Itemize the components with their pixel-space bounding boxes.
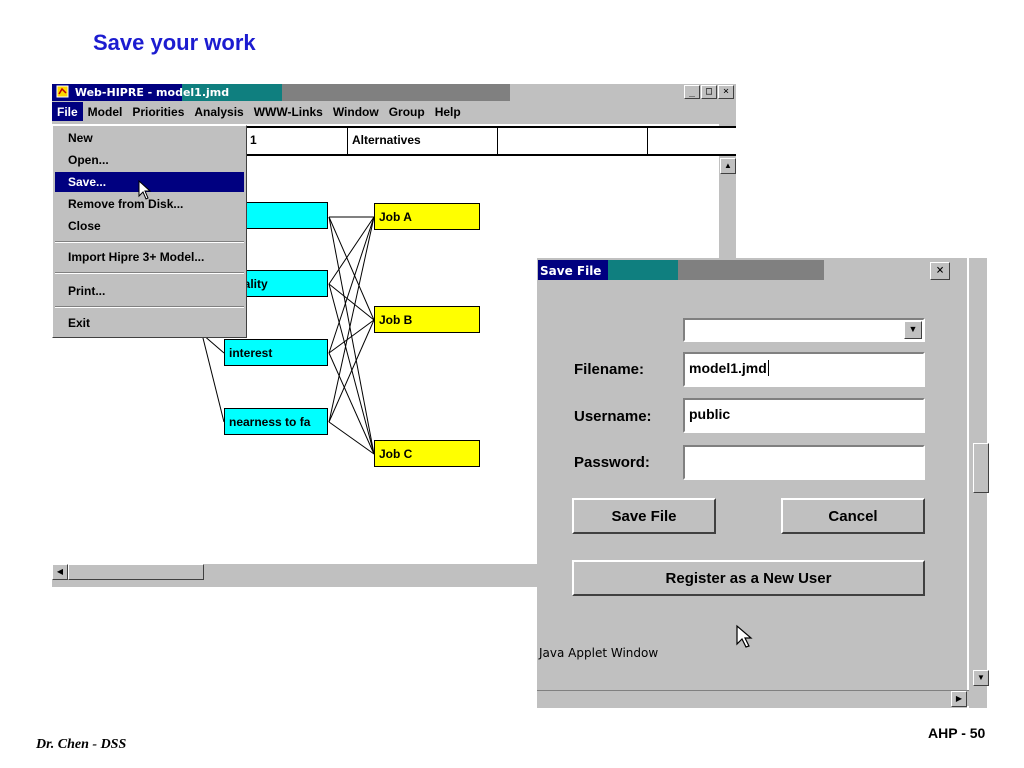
mouse-cursor-icon: [138, 180, 152, 200]
menu-item-close[interactable]: Close: [68, 219, 101, 233]
dialog-horizontal-scrollbar[interactable]: ▶: [537, 690, 969, 707]
cancel-button[interactable]: Cancel: [781, 498, 925, 534]
menu-separator: [55, 272, 244, 274]
menu-group[interactable]: Group: [388, 105, 425, 119]
menu-analysis[interactable]: Analysis: [194, 105, 244, 119]
scroll-up-icon[interactable]: ▲: [720, 158, 736, 174]
dialog-title: Save File: [540, 264, 602, 278]
filename-value: model1.jmd: [689, 360, 767, 376]
server-combo-box[interactable]: ▼: [683, 318, 925, 342]
register-new-user-button[interactable]: Register as a New User: [572, 560, 925, 596]
window-titlebar[interactable]: Web-HIPRE - model1.jmd _ □ ×: [52, 84, 736, 102]
scroll-down-icon[interactable]: ▼: [973, 670, 989, 686]
menu-item-remove-from-disk[interactable]: Remove from Disk...: [68, 197, 184, 211]
file-menu-dropdown: New Open... Save... Remove from Disk... …: [52, 125, 247, 338]
password-field[interactable]: [683, 445, 925, 480]
vertical-scroll-thumb[interactable]: [973, 443, 989, 493]
filename-field[interactable]: model1.jmd: [683, 352, 925, 387]
alternative-node[interactable]: Job B: [374, 306, 480, 333]
dialog-titlebar[interactable]: Save File ×: [537, 258, 987, 284]
menu-model[interactable]: Model: [87, 105, 123, 119]
menu-priorities[interactable]: Priorities: [132, 105, 185, 119]
footer-author: Dr. Chen - DSS: [36, 737, 127, 752]
menu-file[interactable]: File: [52, 102, 83, 121]
slide-title: Save your work: [93, 30, 256, 55]
username-label: Username:: [574, 408, 652, 425]
dialog-right-scrollbar[interactable]: ▼: [967, 258, 989, 708]
scroll-right-icon[interactable]: ▶: [951, 691, 967, 707]
filename-label: Filename:: [574, 361, 645, 378]
menu-item-exit[interactable]: Exit: [68, 316, 91, 330]
criterion-node[interactable]: nearness to fa: [224, 408, 328, 435]
hierarchy-links: [201, 216, 375, 455]
menu-separator: [55, 241, 244, 243]
menu-www-links[interactable]: WWW-Links: [253, 105, 323, 119]
criterion-node[interactable]: interest: [224, 339, 328, 366]
save-file-dialog: Save File × ▼ ▼ Filename: model1.jmd Use…: [537, 258, 989, 708]
alternative-node[interactable]: Job C: [374, 440, 480, 467]
chevron-down-icon[interactable]: ▼: [904, 321, 922, 339]
menu-item-import[interactable]: Import Hipre 3+ Model...: [68, 250, 205, 264]
maximize-icon[interactable]: □: [701, 85, 717, 99]
minimize-icon[interactable]: _: [684, 85, 700, 99]
column-header-alternatives: Alternatives: [348, 128, 498, 154]
password-label: Password:: [574, 454, 650, 471]
menu-item-open[interactable]: Open...: [68, 153, 109, 167]
menu-bar: File Model Priorities Analysis WWW-Links…: [52, 102, 736, 121]
window-title: Web-HIPRE - model1.jmd: [74, 86, 230, 99]
horizontal-scroll-thumb[interactable]: [68, 564, 204, 580]
applet-warning-text: Java Applet Window: [539, 646, 659, 660]
footer-page-number: AHP - 50: [928, 725, 986, 741]
alternative-node[interactable]: Job A: [374, 203, 480, 230]
menu-item-new[interactable]: New: [68, 131, 93, 145]
scroll-left-icon[interactable]: ◀: [52, 564, 68, 580]
close-icon[interactable]: ×: [718, 85, 734, 99]
username-field[interactable]: public: [683, 398, 925, 433]
close-icon[interactable]: ×: [930, 262, 950, 280]
app-icon: [56, 85, 69, 98]
menu-help[interactable]: Help: [434, 105, 461, 119]
menu-item-print[interactable]: Print...: [68, 284, 106, 298]
save-file-button[interactable]: Save File: [572, 498, 716, 534]
menu-item-save[interactable]: Save...: [55, 172, 244, 192]
text-caret: [767, 360, 769, 376]
mouse-cursor-icon: [736, 624, 753, 648]
menu-separator: [55, 306, 244, 308]
column-header-empty: [498, 128, 648, 154]
menu-window[interactable]: Window: [332, 105, 379, 119]
